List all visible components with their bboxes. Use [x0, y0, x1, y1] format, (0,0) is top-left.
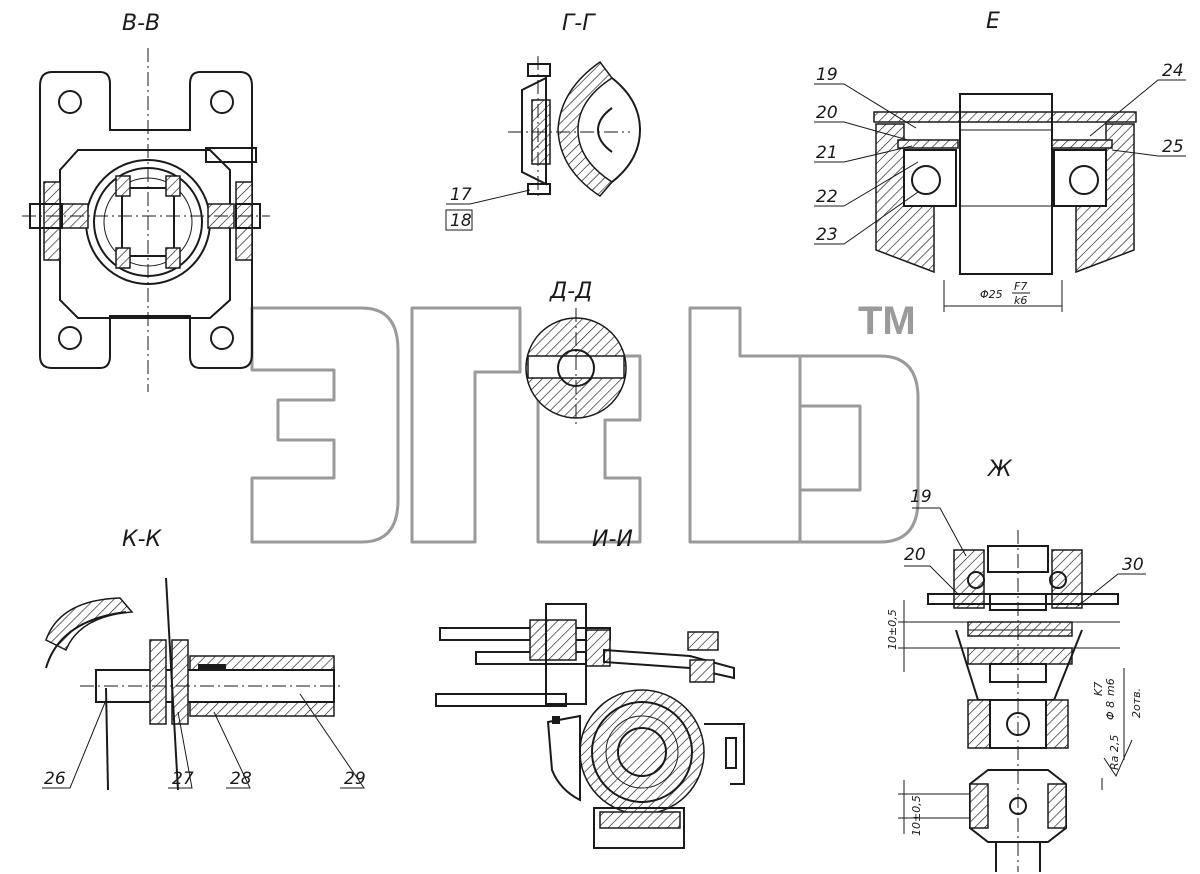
view-zh-detail [898, 507, 1146, 872]
view-kk-section [42, 577, 365, 791]
callout-28: 28 [230, 769, 252, 789]
dim-fit-k7: K7 [1092, 682, 1105, 696]
callout-20: 20 [816, 103, 838, 123]
view-vv-housing [22, 48, 270, 392]
dim-phi25: Φ25 [980, 288, 1003, 301]
view-dd-section [525, 308, 627, 428]
dim-phi8: Φ 8 [1104, 701, 1117, 720]
view-gg-section [508, 56, 642, 200]
callout-19: 19 [816, 65, 838, 85]
callout-29: 29 [344, 769, 366, 789]
callout-zh-19: 19 [910, 487, 932, 507]
section-title-vv: В-В [122, 11, 160, 36]
section-title-e: Е [986, 9, 1000, 34]
callout-21: 21 [816, 143, 838, 163]
callout-22: 22 [816, 187, 838, 207]
callout-23: 23 [816, 225, 838, 245]
trademark-symbol: TM [858, 299, 916, 343]
callout-zh-20: 20 [904, 545, 926, 565]
callout-17: 17 [450, 185, 472, 205]
dim-ten-upper: 10±0,5 [886, 609, 899, 650]
dim-fit-k6: k6 [1014, 294, 1027, 307]
section-title-dd: Д-Д [549, 279, 592, 304]
dim-fit-m6: m6 [1104, 678, 1117, 696]
dim-roughness: Ra 2,5 [1108, 735, 1121, 770]
view-ii-section [435, 603, 745, 849]
callout-27: 27 [172, 769, 194, 789]
callout-zh-30: 30 [1122, 555, 1144, 575]
dim-fit-f7: F7 [1014, 280, 1027, 293]
dim-holes: 2отв. [1130, 688, 1143, 718]
section-title-gg: Г-Г [562, 11, 596, 36]
callout-18: 18 [450, 211, 472, 231]
section-title-kk: К-К [122, 527, 163, 552]
callout-24: 24 [1162, 61, 1184, 81]
view-e-bearing-detail: Φ25 F7 k6 [814, 79, 1186, 312]
section-title-zh: Ж [986, 457, 1013, 482]
callout-26: 26 [44, 769, 66, 789]
dim-ten-lower: 10±0,5 [910, 795, 923, 836]
watermark-logo: TM [250, 299, 920, 544]
callout-25: 25 [1162, 137, 1184, 157]
section-title-ii: И-И [592, 527, 633, 552]
